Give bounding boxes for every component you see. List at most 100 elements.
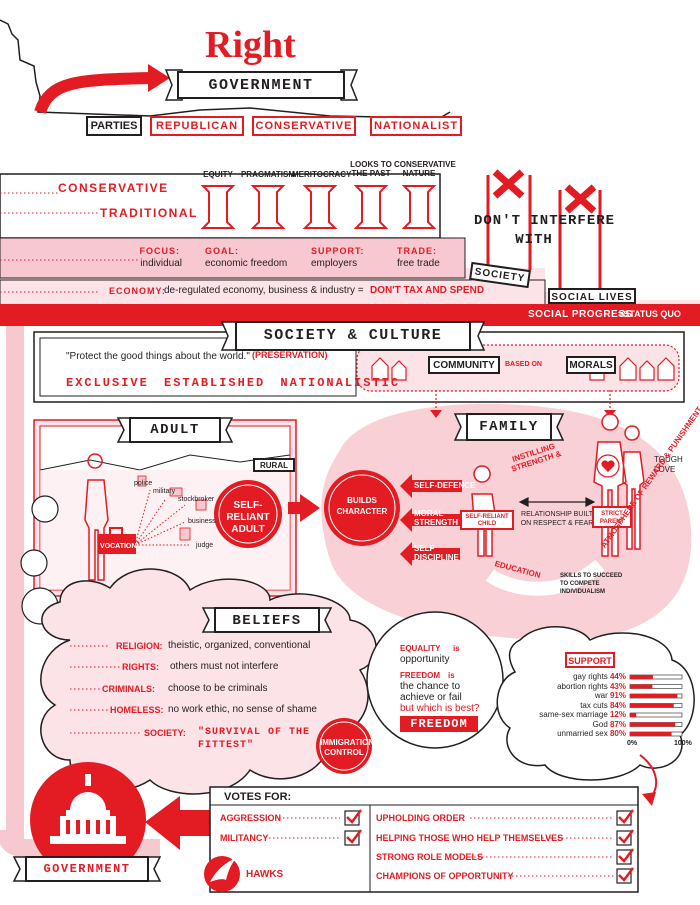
arrow-self-defence: SELF-DEFENCE <box>414 481 476 490</box>
freedom-answer: FREEDOM <box>400 716 478 732</box>
vote-role-models: STRONG ROLE MODELS <box>376 852 484 862</box>
focus-value: individual <box>140 258 182 269</box>
support-row-value: 12% <box>609 710 626 719</box>
builds-character: BUILDS CHARACTER <box>336 496 388 516</box>
belief-rights-value: others must not interfere <box>170 661 279 672</box>
equality-value: opportunity <box>400 654 450 665</box>
beliefs-banner: BELIEFS <box>232 613 302 629</box>
support-row-label: unmarried sex 80% <box>520 730 626 738</box>
party-conservative: CONSERVATIVE <box>252 116 356 136</box>
freedom-value2: achieve or fail <box>400 692 462 703</box>
map-outline <box>0 19 451 119</box>
belief-society-value1: "SURVIVAL OF THE <box>198 727 311 738</box>
vote-upholding-order: UPHOLDING ORDER <box>376 813 466 823</box>
support-row-value: 84% <box>609 700 626 710</box>
economy-emphasis: DON'T TAX AND SPEND <box>370 285 485 296</box>
pillar-conservative-nature: CONSERVATIVE NATURE <box>394 160 456 178</box>
support-row-name: unmarried sex <box>557 729 610 738</box>
support-bar <box>630 675 653 679</box>
traditional-label: TRADITIONAL <box>100 206 198 220</box>
job-judge: judge <box>196 542 214 549</box>
dont-interfere-line1: DON'T INTERFERE <box>474 213 616 229</box>
child-label: SELF-RELIANT CHILD <box>460 510 514 530</box>
support-row-label: God 87% <box>520 719 626 729</box>
support-row-name: gay rights <box>573 672 610 681</box>
vocation-label: VOCATION <box>100 543 137 550</box>
pillar-looks-past: LOOKS TO THE PAST <box>350 160 392 178</box>
curved-arrow <box>34 72 151 115</box>
belief-criminals-label: CRIMINALS: <box>102 684 155 694</box>
parent-label: STRICT PARENT <box>592 506 632 528</box>
pillars <box>200 185 437 229</box>
belief-rights-label: RIGHTS: <box>122 662 159 672</box>
belief-society-label: SOCIETY: <box>144 728 186 738</box>
support-value: employers <box>311 258 358 269</box>
support-row-label: gay rights 44% <box>520 673 626 681</box>
adult-figure <box>84 453 109 581</box>
hawks-label: HAWKS <box>246 869 284 880</box>
government-banner: GOVERNMENT <box>208 77 314 94</box>
self-reliant-adult: SELF-RELIANT ADULT <box>226 500 270 535</box>
support-bar <box>630 713 637 717</box>
goal-value: economic freedom <box>205 258 288 269</box>
immigration-control: IMMIGRATION CONTROL <box>320 738 375 757</box>
support-row-label: tax cuts 84% <box>520 700 626 710</box>
support-bar <box>630 684 653 689</box>
trade-label: TRADE: <box>397 246 437 256</box>
support-row-value: 80% <box>609 729 626 738</box>
support-axis-max: 100% <box>674 740 692 747</box>
goal-label: GOAL: <box>205 246 239 256</box>
equality-circle <box>366 611 504 749</box>
adult-banner: ADULT <box>150 422 200 438</box>
support-row-value: 87% <box>609 719 626 729</box>
morals-label: MORALS <box>566 356 616 374</box>
equality-label: EQUALITY <box>400 644 441 653</box>
social-progress-value: =STATUS QUO <box>618 309 681 319</box>
support-row-name: war <box>594 691 610 700</box>
support-row-name: tax cuts <box>580 700 610 710</box>
support-row-value: 44% <box>609 672 626 681</box>
dont-interfere-line2: WITH <box>515 232 553 248</box>
job-military: military <box>153 488 176 495</box>
economy-value: de-regulated economy, business & industr… <box>164 285 364 296</box>
social-progress-label: SOCIAL PROGRESS <box>528 309 633 320</box>
preservation-quote: "Protect the good things about the world… <box>66 351 250 362</box>
government-ribbon <box>164 69 359 101</box>
support-title: SUPPORT <box>565 652 615 668</box>
support-bars <box>629 674 683 737</box>
arrow-self-discipline: SELF DISCIPLINE <box>414 544 459 562</box>
pillar-pragmatism: PRAGMATISM <box>240 170 296 179</box>
job-business: business <box>188 518 216 525</box>
family-banner: FAMILY <box>479 419 539 435</box>
which-best: but which is best? <box>400 703 480 714</box>
based-on-label: BASED ON <box>505 361 542 368</box>
party-nationalist: NATIONALIST <box>370 116 462 136</box>
support-row-label: same-sex marriage 12% <box>520 711 626 719</box>
vote-militancy: MILITANCY <box>220 833 269 843</box>
support-bar <box>630 722 676 727</box>
support-bar <box>630 703 674 708</box>
relationship-label: RELATIONSHIP BUILT ON RESPECT & FEAR <box>520 511 594 527</box>
economy-label: ECONOMY: <box>109 286 166 296</box>
belief-homeless-label: HOMELESS: <box>110 705 164 715</box>
vote-aggression: AGGRESSION <box>220 813 282 823</box>
vote-champions: CHAMPIONS OF OPPORTUNITY <box>376 871 514 881</box>
support-bar <box>630 694 678 698</box>
support-axis-min: 0% <box>627 740 638 747</box>
belief-criminals-value: choose to be criminals <box>168 683 268 694</box>
society-culture-banner: SOCIETY & CULTURE <box>263 327 443 344</box>
parties-label: PARTIES <box>86 116 142 136</box>
support-bar <box>630 732 672 736</box>
freedom-is: is <box>448 671 455 680</box>
social-progress-bar <box>0 304 700 326</box>
focus-label: FOCUS: <box>139 246 180 256</box>
freedom-label: FREEDOM <box>400 671 440 680</box>
arrow-moral-strength: MORAL STRENGTH <box>414 509 458 527</box>
preservation-tag: (PRESERVATION) <box>252 350 328 360</box>
vote-helping: HELPING THOSE WHO HELP THEMSELVES <box>376 833 564 843</box>
conservative-label: CONSERVATIVE <box>58 181 169 195</box>
support-bar-track <box>629 712 683 718</box>
votes-title: VOTES FOR: <box>224 791 292 803</box>
equality-is: is <box>453 644 460 653</box>
